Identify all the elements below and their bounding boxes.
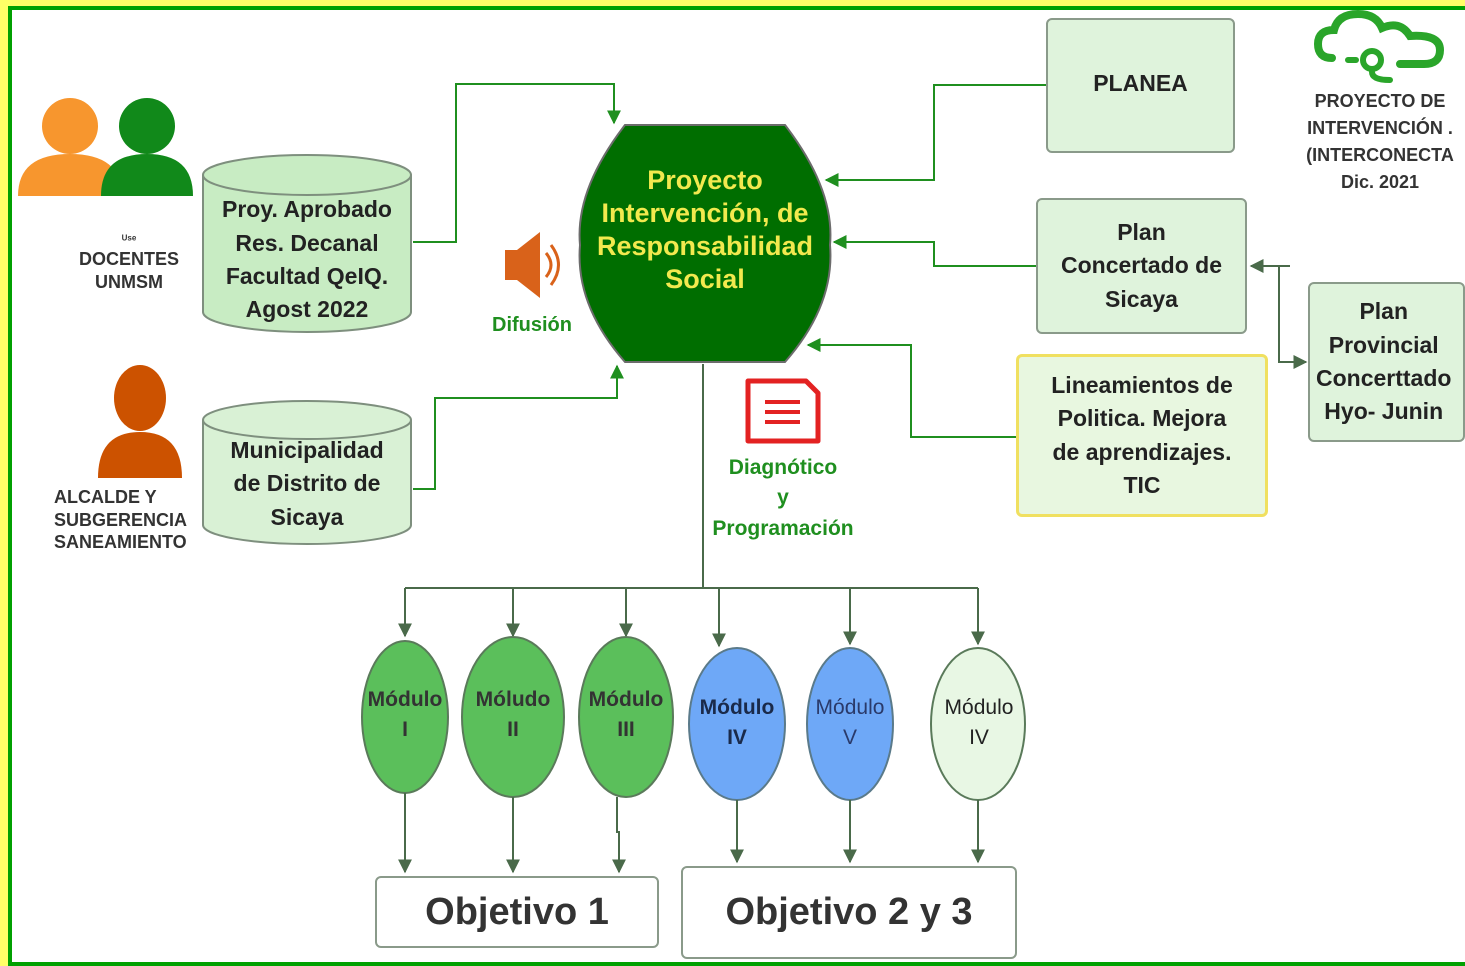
- module-down-arrows: [398, 588, 985, 648]
- connector-proyecto-to-center: [413, 83, 621, 243]
- diagnostico-label: Diagnótico y Programación: [712, 456, 854, 540]
- cylinder-municipalidad: [202, 400, 412, 545]
- connector-plan-concertado-to-center: [832, 235, 1036, 267]
- connector-lineamientos-to-center: [806, 338, 1016, 438]
- module-6-label: Módulo IV: [944, 695, 1014, 749]
- document-icon: [745, 378, 821, 444]
- objetivo-1-box: Objetivo 1: [375, 876, 659, 948]
- plan-concertado-box: Plan Concertado de Sicaya: [1036, 198, 1247, 334]
- docentes-prefix: Use: [121, 232, 137, 242]
- cloud-icon: [1313, 9, 1445, 83]
- alcalde-icon: [98, 365, 182, 478]
- alcalde-label: ALCALDE Y SUBGERENCIA SANEAMIENTO: [54, 487, 188, 552]
- docentes-icon: [18, 98, 193, 196]
- cylinder-proyecto-text: Proy. Aprobado Res. Decanal Facultad QeI…: [222, 196, 392, 323]
- module-ellipses: [361, 636, 1026, 801]
- difusion-label: Difusión: [492, 314, 572, 336]
- plan-provincial-box: Plan Provincial Concerttado Hyo- Junin: [1308, 282, 1465, 442]
- module-3-label: Módulo III: [588, 687, 664, 741]
- lineamientos-box: Lineamientos de Politica. Mejora de apre…: [1016, 354, 1268, 517]
- cylinder-proyecto-aprobado: [202, 154, 412, 333]
- objetivo-23-box: Objetivo 2 y 3: [681, 866, 1017, 959]
- connector-planea-to-center: [824, 84, 1046, 187]
- proyecto-intervencion-label: PROYECTO DE INTERVENCIÓN . (INTERCONECTA…: [1306, 91, 1454, 192]
- center-node-label: Proyecto Intervención, de Responsabilida…: [596, 165, 814, 294]
- speaker-icon: [505, 232, 560, 298]
- objective-arrows: [398, 793, 985, 874]
- center-node-shape: [578, 124, 832, 363]
- module-4-label: Módulo IV: [699, 695, 775, 749]
- module-1-label: Módulo I: [367, 687, 443, 741]
- module-5-label: Módulo V: [815, 695, 885, 749]
- module-2-label: Móludo II: [475, 687, 551, 741]
- cylinder-municipalidad-text: Municipalidad de Distrito de Sicaya: [230, 436, 384, 530]
- docentes-label: Use DOCENTES UNMSM: [78, 232, 179, 292]
- connector-municipalidad-to-center: [413, 364, 624, 490]
- connector-provincial-concertado: [1278, 265, 1308, 369]
- planea-box: PLANEA: [1046, 18, 1235, 153]
